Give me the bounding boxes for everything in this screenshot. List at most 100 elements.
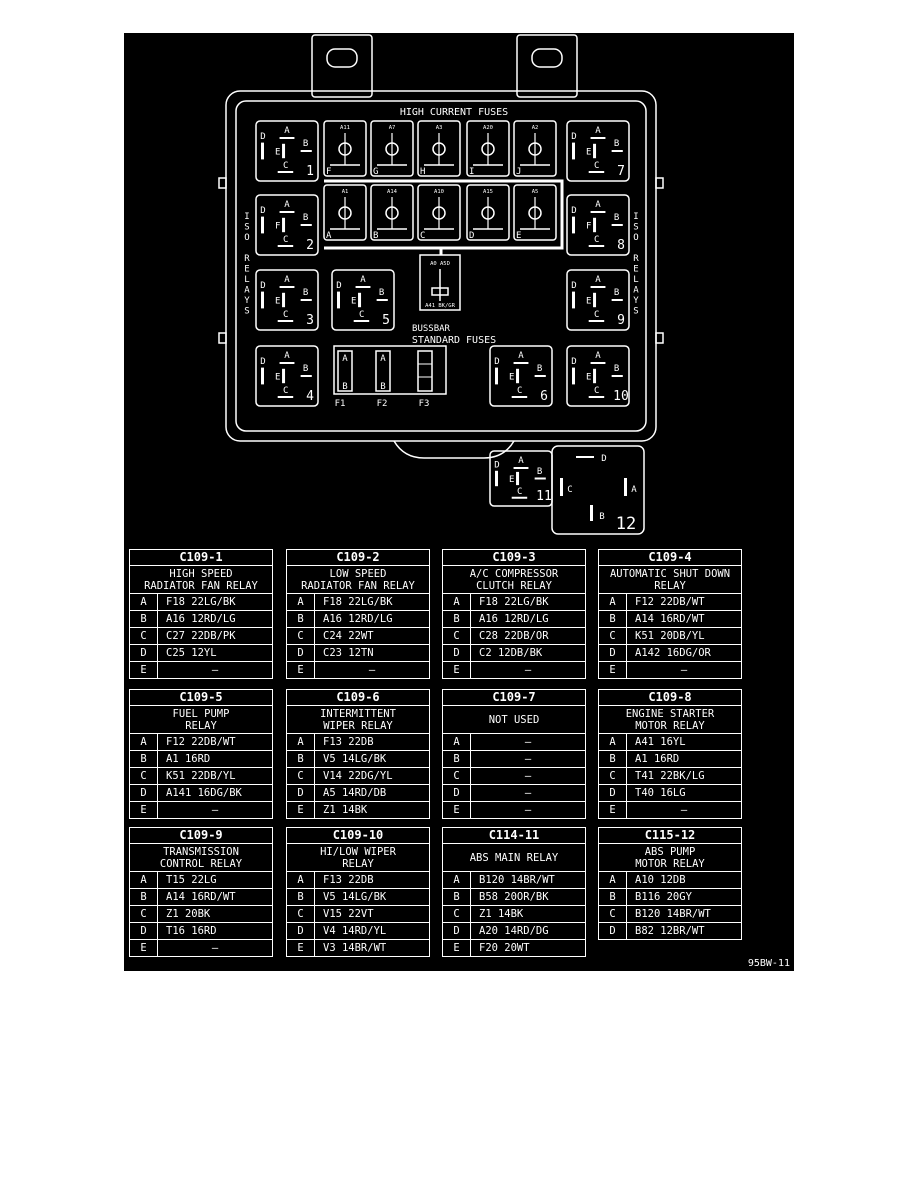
wire-cell: Z1 14BK [323,804,368,816]
pin-cell: B [443,611,471,627]
relay-pin [593,143,597,159]
pin-cell: D [130,785,158,801]
relay-pin-label: A [518,351,524,361]
table-row: B A16 12RD/LG [443,611,585,628]
relay-name-line: ABS MAIN RELAY [469,851,559,864]
pin-cell: E [287,662,315,678]
wire-cell: V14 22DG/YL [323,770,393,782]
relay-pin-label: A [284,126,290,136]
pin-cell: A [287,872,315,888]
fuse-element [481,142,495,156]
pin-cell: E [443,802,471,818]
wire-cell: V5 14LG/BK [323,891,387,903]
relay-name-line: NOT USED [488,713,540,726]
fuse-code: A3 [436,125,443,131]
relay-pin [572,142,575,160]
relay-pin-label: E [275,148,280,158]
std-fuse-col-label: F3 [419,399,430,409]
relay-pin-label: B [537,467,542,477]
relay-pin-label: C [283,386,288,396]
iso-relays-right-label: R [633,254,639,264]
connector-id: C109-10 [287,828,429,844]
table-row: A A10 12DB [599,872,741,889]
mount-slot-left [326,48,358,68]
relay-pin [261,291,264,309]
fuse-element [528,142,542,156]
high-current-fuse-A: A1A [323,184,367,241]
fuse-letter: G [373,167,378,177]
wire-cell: A10 12DB [635,874,686,886]
relay-name-line: ENGINE STARTER [625,707,715,720]
relay-pin-label: B [614,139,619,149]
pin-cell: B [599,889,627,905]
std-fuse-col-label: F1 [335,399,346,409]
pin-cell: D [287,923,315,939]
pin-cell: B [443,751,471,767]
table-row: E– [130,802,272,818]
iso-relays-right-label: E [633,265,638,275]
relay-pin-label: E [509,475,514,485]
relay-pin-label: A [595,200,601,210]
pin-cell: A [599,872,627,888]
pin-cell: E [287,940,315,956]
relay-pin-label: B [537,364,542,374]
wire-cell: – [211,804,219,816]
wire-cell: V5 14LG/BK [323,753,387,765]
pin-cell: E [130,940,158,956]
relay-pin [282,143,286,159]
pin-cell: B [130,889,158,905]
relay-pin [282,368,286,384]
relay-pin-label: C [594,235,599,245]
pin-cell: A [130,872,158,888]
relay-pin-label: A [284,351,290,361]
relay-outline [551,445,645,535]
relay-pin-label: D [336,281,341,291]
wire-cell: A16 12RD/LG [479,613,549,625]
pin-cell: C [130,768,158,784]
pin-cell: E [599,802,627,818]
relay-pin [516,471,520,486]
relay-pin-label: A [284,200,290,210]
relay-pin-label: C [283,310,288,320]
high-current-fuse-E: A5E [513,184,557,241]
relay-pin-label: A [518,456,524,466]
wire-cell: B120 14BR/WT [635,908,711,920]
connector-id: C109-9 [130,828,272,844]
wire-cell: F18 22LG/BK [323,596,393,608]
relay-outline [566,194,630,256]
connector-id: C109-4 [599,550,741,566]
wire-cell: C25 12YL [166,647,217,659]
relay-pin-label: C [594,161,599,171]
wire-cell: A20 14RD/DG [479,925,549,937]
relay-outline [255,120,319,182]
pin-cell: A [443,872,471,888]
fuse-letter: H [420,167,425,177]
wire-cell: A1 16RD [635,753,680,765]
pin-cell: B [130,611,158,627]
relay-pin-label: D [571,357,576,367]
std-fuse-outline [333,345,447,395]
relay-name-line: LOW SPEED [329,567,387,580]
table-row: C– [443,768,585,785]
std-fuse-f3 [417,350,433,392]
connector-id: C109-6 [287,690,429,706]
relay-name: ABS MAIN RELAY [443,844,585,872]
relay-number: 11 [536,489,552,504]
wire-cell: C24 22WT [323,630,374,642]
